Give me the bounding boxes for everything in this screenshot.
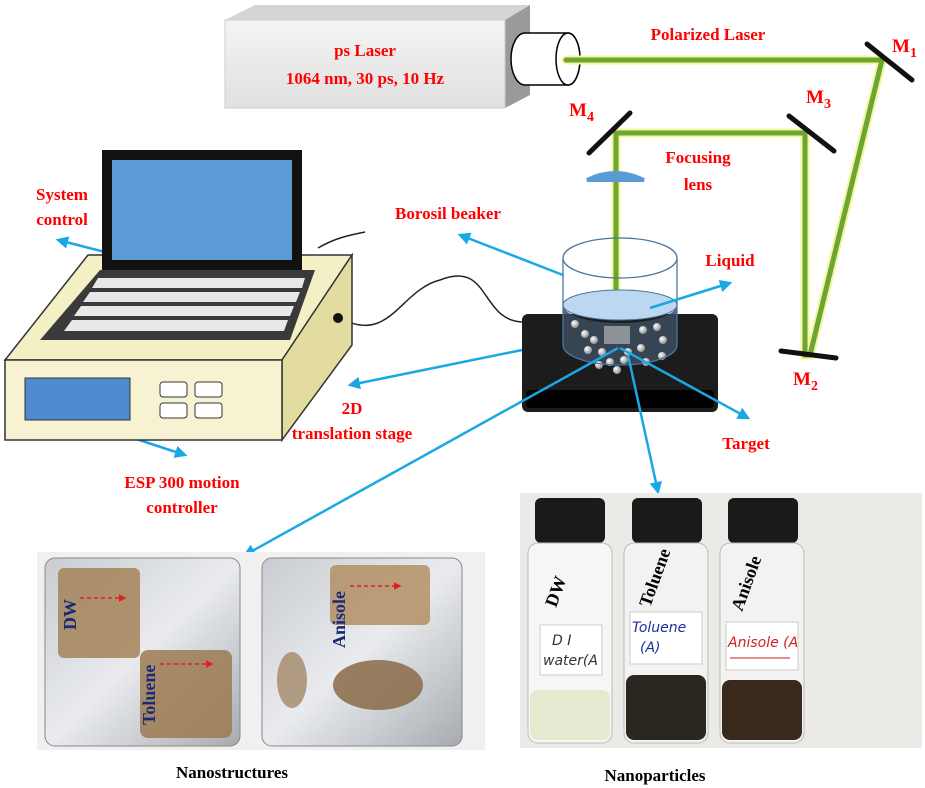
nanoparticles-caption: Nanoparticles [604, 766, 705, 785]
sample-label-anisole: Anisole [329, 591, 349, 648]
borosil-beaker-label: Borosil beaker [395, 204, 501, 223]
mirror-m2 [778, 348, 839, 361]
controller-display [24, 377, 131, 421]
polarized-laser-label: Polarized Laser [651, 25, 766, 44]
liquid-label: Liquid [705, 251, 755, 270]
svg-text:Anisole (A: Anisole (A [727, 635, 798, 651]
svg-text:D I: D I [552, 633, 571, 649]
sample-label-toluene: Toluene [139, 665, 159, 725]
controller-button [194, 381, 223, 398]
ps-laser-box: ps Laser 1064 nm, 30 ps, 10 Hz [224, 5, 530, 109]
cable [339, 275, 523, 326]
focusing-lens-label-1: Focusing [665, 148, 731, 167]
laser-title: ps Laser [334, 41, 396, 60]
laser-spec: 1064 nm, 30 ps, 10 Hz [286, 69, 445, 88]
mirror-m3 [786, 113, 837, 154]
system-control-label-2: control [36, 210, 88, 229]
mirror-m2-label: M2 [793, 369, 818, 394]
vial-toluene: Toluene Toluene (A) [623, 498, 709, 744]
mirror-m3-label: M3 [806, 87, 831, 112]
nanostructures-photo: DW Toluene Anisole [37, 552, 485, 750]
target-sample [604, 326, 630, 344]
stage-label-1: 2D [342, 399, 363, 418]
vial-dw: DW D I water(A [527, 498, 613, 744]
target-label: Target [722, 434, 770, 453]
svg-text:water(A: water(A [543, 653, 598, 669]
vial-anisole: Anisole Anisole (A [719, 498, 805, 744]
mirror-m1-label: M1 [892, 36, 917, 61]
svg-text:(A): (A) [640, 640, 661, 656]
system-control-label-1: System [36, 185, 88, 204]
annotation-arrows [55, 232, 751, 557]
controller-label-2: controller [146, 498, 218, 517]
mirror-m1 [864, 41, 915, 83]
controller-button [159, 402, 188, 419]
stage-label-2: translation stage [292, 424, 413, 443]
focusing-lens [586, 171, 645, 182]
controller-button [194, 402, 223, 419]
laptop-screen [112, 160, 292, 260]
focusing-lens-label-2: lens [684, 175, 713, 194]
svg-text:Toluene: Toluene [632, 620, 686, 636]
sample-label-dw: DW [60, 599, 80, 630]
controller-label-1: ESP 300 motion [124, 473, 240, 492]
nanostructures-caption: Nanostructures [176, 763, 288, 782]
mirror-m4 [586, 110, 633, 156]
mirror-m4-label: M4 [569, 100, 594, 125]
nanoparticles-photo: DW D I water(A Toluene Toluene (A) Aniso… [520, 493, 922, 748]
controller-button [159, 381, 188, 398]
laptop [40, 150, 315, 340]
